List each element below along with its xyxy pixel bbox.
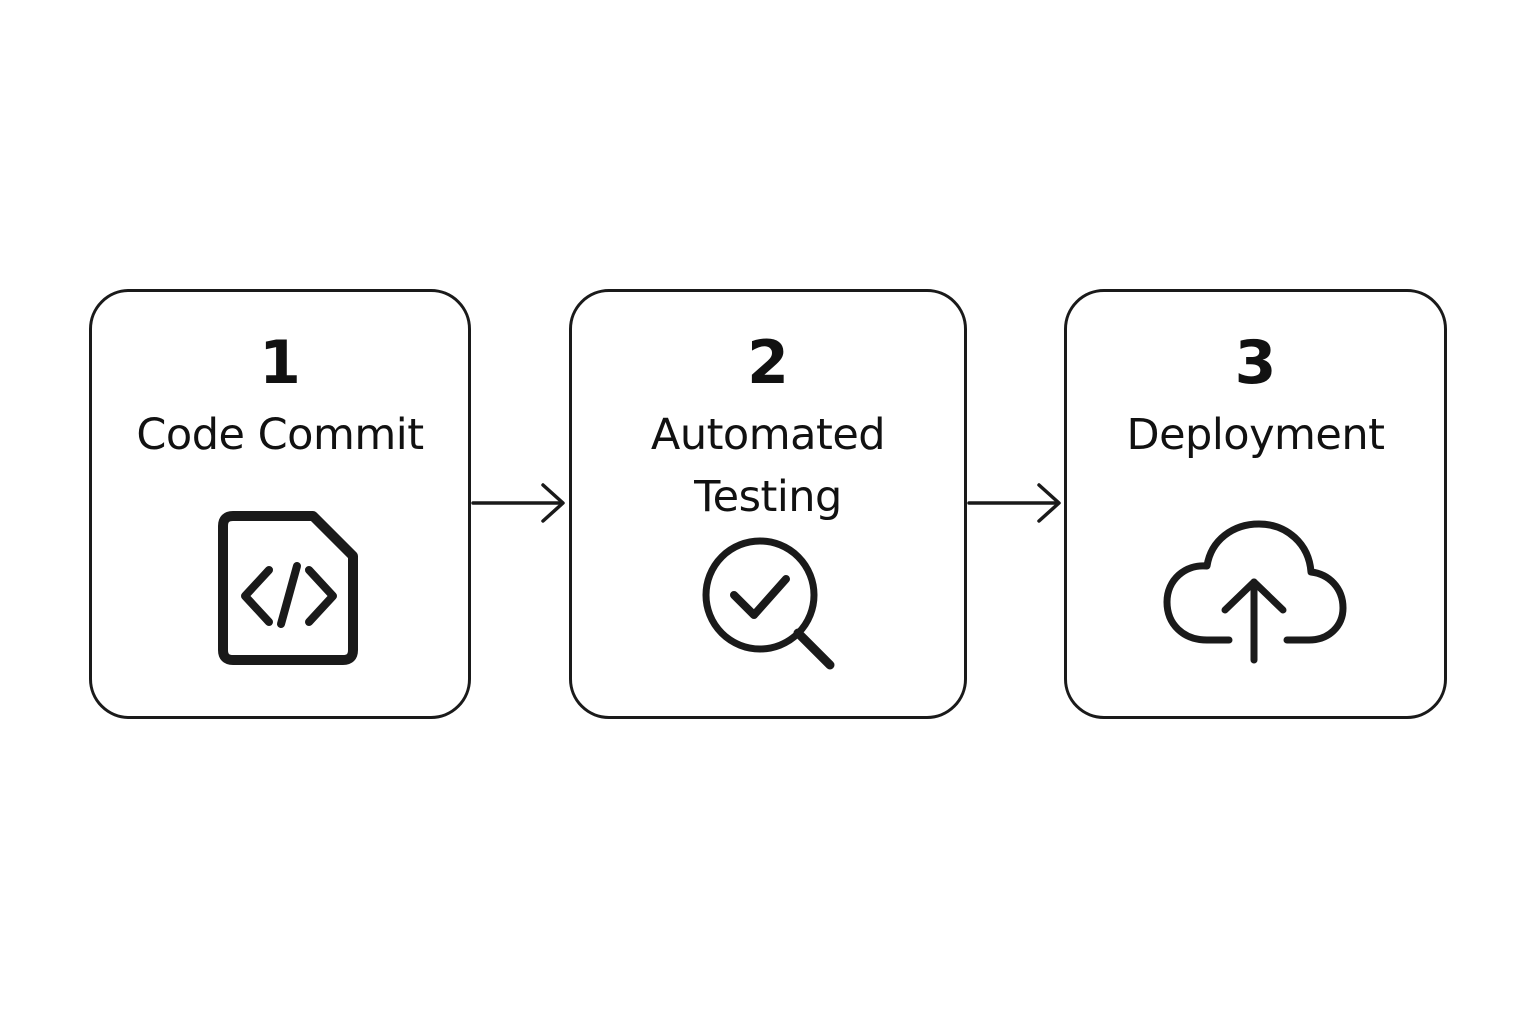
step-number: 3 xyxy=(1234,328,1277,398)
code-file-icon xyxy=(218,511,358,665)
magnifier-check-icon xyxy=(702,537,835,670)
step-automated-testing: 2 Automated Testing xyxy=(569,289,967,719)
step-title: Automated Testing xyxy=(650,410,886,522)
step-deployment: 3 Deployment xyxy=(1064,289,1447,719)
step-number: 1 xyxy=(259,328,301,398)
step-title: Deployment xyxy=(1126,410,1385,460)
step-title: Code Commit xyxy=(136,410,424,460)
arrow-right-icon xyxy=(967,483,1061,523)
cloud-upload-icon xyxy=(1163,520,1347,664)
step-number: 2 xyxy=(747,328,789,398)
arrow-right-icon xyxy=(471,483,565,523)
step-code-commit: 1 Code Commit xyxy=(89,289,471,719)
